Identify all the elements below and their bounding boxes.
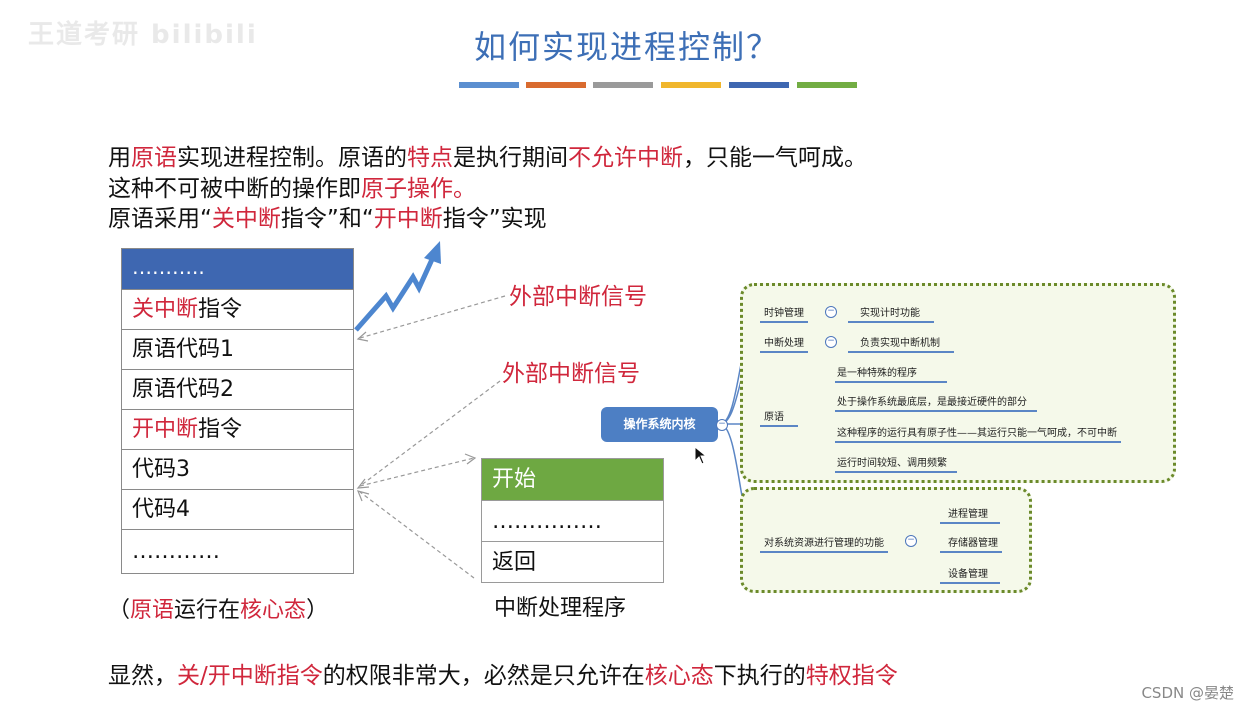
footer-text: 的权限非常大，必然是只允许在 [322, 663, 645, 689]
collapse-icon: − [905, 535, 917, 547]
stack-caption: （原语运行在核心态） [108, 592, 328, 624]
intro-highlight: 关中断 [211, 206, 281, 232]
footer-text: 显然， [108, 663, 177, 689]
intro-highlight: 开中断 [373, 206, 443, 232]
stack-row: ………… [122, 529, 353, 573]
stack-row-text: 原语代码1 [132, 337, 234, 362]
signal-arrow-2 [359, 380, 501, 487]
footer-highlight: 特权指令 [805, 663, 898, 689]
stack-row-text: 代码3 [132, 457, 190, 482]
stack-row: 原语代码2 [122, 369, 353, 409]
watermark: 王道考研 bilibili [28, 20, 258, 50]
collapse-icon: − [825, 336, 837, 348]
node-clock: 时钟管理 [760, 304, 808, 323]
caption-text: ） [306, 598, 329, 623]
intro-text: 用 [108, 145, 131, 171]
node-primitive: 原语 [760, 408, 798, 427]
footer-highlight: 核心态 [644, 663, 714, 689]
stack-row-text: ………… [132, 539, 220, 564]
caption-highlight: 核心态 [240, 598, 307, 623]
caption-text: 运行在 [174, 598, 241, 623]
intro-line-1: 用原语实现进程控制。原语的特点是执行期间不允许中断，只能一气呵成。 [108, 138, 867, 172]
slide-title: 如何实现进程控制？ [473, 28, 780, 66]
intro-text: 是执行期间 [453, 145, 568, 171]
node-primitive-child: 这种程序的运行具有原子性——其运行只能一气呵成，不可中断 [835, 424, 1121, 443]
footer-highlight: 关/开中断指令 [177, 663, 323, 689]
intro-highlight: 特点 [407, 145, 453, 171]
intro-text: ，只能一气呵成。 [683, 145, 867, 171]
handler-row-return: 返回 [482, 541, 663, 582]
handler-row-body: …………… [482, 500, 663, 541]
color-bar [661, 82, 721, 88]
intro-text: 指令”实现 [442, 206, 547, 232]
stack-header: ……….. [122, 249, 353, 289]
stack-row: 关中断指令 [122, 289, 353, 329]
kernel-node: 操作系统内核 [601, 407, 718, 442]
node-clock-child: 实现计时功能 [848, 304, 934, 323]
handler-row-start: 开始 [482, 459, 663, 500]
primitive-code-stack: ……….. 关中断指令 原语代码1 原语代码2 开中断指令 代码3 代码4 ……… [121, 248, 354, 574]
color-bar [593, 82, 653, 88]
color-bar [526, 82, 586, 88]
mouse-cursor-icon [694, 446, 708, 465]
stack-row-text: 指令 [198, 417, 243, 442]
node-primitive-child: 是一种特殊的程序 [835, 364, 947, 383]
stack-row-highlight: 开中断 [132, 417, 199, 442]
intro-highlight: 原子操作。 [361, 176, 476, 202]
arrowhead-1 [356, 331, 369, 342]
resource-group-box [740, 487, 1032, 593]
stack-row: 代码3 [122, 449, 353, 489]
collapse-icon: − [825, 306, 837, 318]
node-primitive-child: 处于操作系统最底层，是最接近硬件的部分 [835, 393, 1037, 412]
arrowhead-2 [356, 478, 370, 489]
caption-text: （ [108, 598, 131, 623]
node-resource-child: 设备管理 [940, 565, 1000, 584]
color-bar [729, 82, 789, 88]
return-arrow [359, 491, 475, 579]
node-interrupt-child: 负责实现中断机制 [848, 334, 954, 353]
intro-text: 这种不可被中断的操作即 [108, 176, 361, 202]
arrowhead-3 [464, 453, 477, 465]
node-interrupt: 中断处理 [760, 334, 808, 353]
csdn-credit: CSDN @晏楚 [1141, 684, 1234, 702]
intro-text: 实现进程控制。原语的 [177, 145, 407, 171]
node-resource: 对系统资源进行管理的功能 [760, 534, 888, 553]
stack-row-highlight: 关中断 [132, 297, 199, 322]
intro-text: 指令”和“ [280, 206, 374, 232]
color-bar [459, 82, 519, 88]
stack-row-text: 原语代码2 [132, 377, 234, 402]
arrowhead-4 [356, 490, 370, 502]
intro-line-2: 这种不可被中断的操作即原子操作。 [108, 169, 476, 203]
caption-highlight: 原语 [130, 598, 175, 623]
color-bar [797, 82, 857, 88]
kernel-group-box [740, 283, 1176, 483]
stack-row-text: 指令 [198, 297, 243, 322]
external-interrupt-label: 外部中断信号 [502, 361, 640, 387]
intro-text: 原语采用“ [108, 206, 212, 232]
collapse-icon: − [716, 419, 728, 431]
footer-text: 下执行的 [713, 663, 806, 689]
stack-row: 代码4 [122, 489, 353, 529]
stack-row: 开中断指令 [122, 409, 353, 449]
stack-row-text: 代码4 [132, 497, 190, 522]
external-interrupt-label: 外部中断信号 [509, 284, 647, 310]
intro-highlight: 不允许中断 [568, 145, 683, 171]
intro-line-3: 原语采用“关中断指令”和“开中断指令”实现 [108, 199, 547, 233]
conclusion-text: 显然，关/开中断指令的权限非常大，必然是只允许在核心态下执行的特权指令 [108, 656, 898, 690]
node-resource-child: 进程管理 [940, 505, 1000, 524]
node-resource-child: 存储器管理 [940, 534, 1002, 553]
interrupt-zigzag-arrow [354, 253, 437, 332]
stack-row: 原语代码1 [122, 329, 353, 369]
handler-caption: 中断处理程序 [494, 596, 627, 621]
zigzag-arrowhead [424, 241, 441, 264]
interrupt-handler-box: 开始 …………… 返回 [481, 458, 664, 583]
node-primitive-child: 运行时间较短、调用频繁 [835, 454, 957, 473]
intro-highlight: 原语 [131, 145, 177, 171]
jump-arrow [359, 457, 475, 487]
